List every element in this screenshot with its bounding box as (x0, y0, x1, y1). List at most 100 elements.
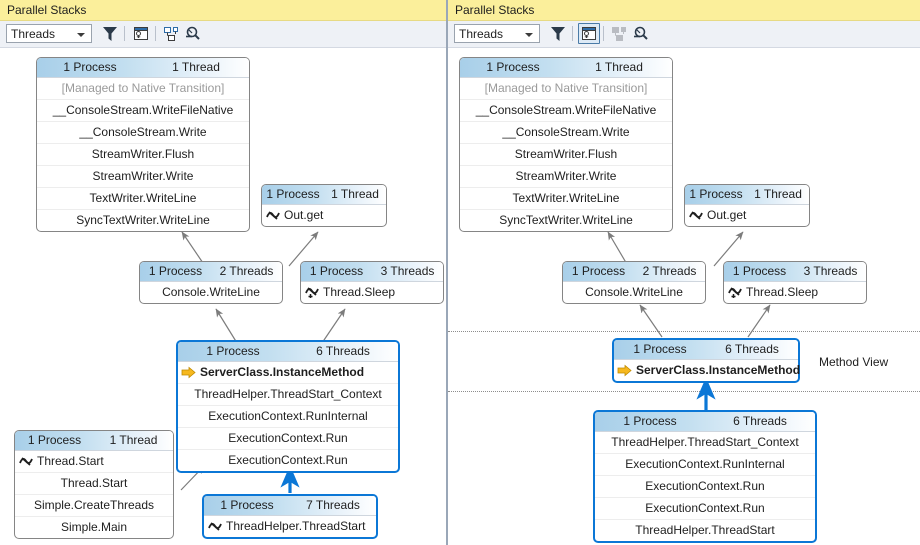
box-console-writeline[interactable]: 1 Process 2 Threads Console.WriteLine (562, 261, 706, 304)
threads-icon (688, 208, 704, 223)
box-thread-start-main[interactable]: 1 Process 1 Thread Thread.Start Thread.S… (14, 430, 174, 539)
thread-count: 1 Thread (172, 60, 220, 74)
parallel-stacks-panel-left: Parallel Stacks Threads (0, 0, 446, 545)
stack-frame-row[interactable]: StreamWriter.Flush (37, 144, 249, 166)
box-console-writeline[interactable]: 1 Process 2 Threads Console.WriteLine (139, 261, 283, 304)
stack-frame-label: Thread.Start (37, 454, 104, 468)
box-thread-sleep[interactable]: 1 Process 3 Threads Thread.Sleep (300, 261, 444, 304)
view-selector-combobox[interactable]: Threads (454, 24, 540, 43)
box-callees-stack[interactable]: 1 Process 6 Threads ThreadHelper.ThreadS… (593, 410, 817, 543)
thread-count: 6 Threads (725, 342, 779, 356)
stack-frame-row[interactable]: ThreadHelper.ThreadStart_Context (595, 432, 815, 454)
stack-frame-row[interactable]: Console.WriteLine (162, 285, 260, 299)
zoom-control-icon (631, 24, 651, 43)
stack-frame-row[interactable]: __ConsoleStream.WriteFileNative (460, 100, 672, 122)
process-count: 1 Process (27, 433, 82, 447)
process-count: 1 Process (689, 187, 743, 201)
thread-count: 2 Threads (219, 264, 274, 278)
box-serverclass-instancemethod[interactable]: 1 Process 6 Threads ServerClass.Instance… (176, 340, 400, 473)
stack-frame-row[interactable]: ExecutionContext.Run (228, 453, 348, 467)
stack-frame-row[interactable]: Thread.Sleep (724, 282, 866, 303)
stack-frame-row[interactable]: ExecutionContext.Run (595, 476, 815, 498)
chevron-down-icon (525, 33, 533, 37)
stack-frame-row[interactable]: TextWriter.WriteLine (460, 188, 672, 210)
panel-right-toolbar: Threads (448, 21, 920, 48)
method-view-separator-top (448, 331, 920, 332)
box-header: 1 Process 1 Thread (460, 58, 672, 78)
stack-frame-label: ThreadHelper.ThreadStart (226, 519, 366, 533)
box-header: 1 Process 6 Threads (595, 412, 815, 432)
box-thread-sleep[interactable]: 1 Process 3 Threads Thread.Sleep (723, 261, 867, 304)
stack-frame-row[interactable]: Simple.CreateThreads (15, 495, 173, 517)
view-selector-value: Threads (11, 27, 56, 41)
stack-frame-row[interactable]: ExecutionContext.Run (178, 428, 398, 450)
toggle-method-view-button[interactable] (578, 23, 600, 44)
stack-frame-row[interactable]: ThreadHelper.ThreadStart (635, 523, 775, 537)
stack-frame-row[interactable]: Console.WriteLine (585, 285, 683, 299)
stack-frame-row[interactable]: StreamWriter.Write (460, 166, 672, 188)
box-serverclass-instancemethod[interactable]: 1 Process 6 Threads ServerClass.Instance… (612, 338, 800, 383)
stack-frame-row[interactable]: __ConsoleStream.Write (460, 122, 672, 144)
thread-count: 3 Threads (803, 264, 858, 278)
stack-frame-label: Thread.Sleep (323, 285, 396, 299)
stack-frame-row[interactable]: Out.get (685, 205, 809, 226)
view-selector-combobox[interactable]: Threads (6, 24, 92, 43)
filter-button[interactable] (99, 23, 121, 44)
chevron-down-icon (77, 33, 85, 37)
stack-frame-row[interactable]: __ConsoleStream.Write (37, 122, 249, 144)
thread-count: 6 Threads (733, 414, 787, 428)
stack-frame-row[interactable]: Out.get (262, 205, 386, 226)
view-selector-value: Threads (459, 27, 504, 41)
auto-scroll-to-stack-frame-button[interactable] (608, 23, 630, 44)
box-out-get[interactable]: 1 Process 1 Thread Out.get (261, 184, 387, 227)
stack-frame-row[interactable]: ExecutionContext.Run (595, 498, 815, 520)
stack-frame-row[interactable]: Thread.Start (15, 451, 173, 473)
stack-frame-row[interactable]: SyncTextWriter.WriteLine (76, 213, 210, 227)
thread-count: 3 Threads (380, 264, 435, 278)
zoom-control-button[interactable] (182, 23, 204, 44)
stack-frame-row[interactable]: StreamWriter.Write (37, 166, 249, 188)
stack-frame-row[interactable]: StreamWriter.Flush (460, 144, 672, 166)
toggle-method-view-button[interactable] (130, 23, 152, 44)
stack-frame-row-current[interactable]: ServerClass.InstanceMethod (614, 360, 801, 381)
box-console-write-stack[interactable]: 1 Process 1 Thread [Managed to Native Tr… (459, 57, 673, 232)
stack-frame-row[interactable]: Simple.Main (60, 520, 128, 534)
filter-icon (548, 24, 568, 43)
process-count: 1 Process (309, 264, 364, 278)
thread-count: 6 Threads (316, 344, 370, 358)
panel-splitter[interactable] (446, 0, 448, 545)
box-console-write-stack[interactable]: 1 Process 1 Thread [Managed to Native Tr… (36, 57, 250, 232)
process-count: 1 Process (63, 60, 117, 74)
stack-frame-row[interactable]: [Managed to Native Transition] (37, 78, 249, 100)
filter-button[interactable] (547, 23, 569, 44)
threads-icon (207, 519, 223, 534)
stack-frame-row[interactable]: ExecutionContext.RunInternal (595, 454, 815, 476)
stack-frame-row[interactable]: ThreadHelper.ThreadStart (204, 516, 376, 537)
zoom-control-button[interactable] (630, 23, 652, 44)
auto-scroll-to-stack-frame-button[interactable] (160, 23, 182, 44)
stack-frame-row[interactable]: SyncTextWriter.WriteLine (499, 213, 633, 227)
stack-frame-row[interactable]: TextWriter.WriteLine (37, 188, 249, 210)
process-count: 1 Process (732, 264, 787, 278)
zoom-control-icon (183, 24, 203, 43)
stack-frame-row[interactable]: __ConsoleStream.WriteFileNative (37, 100, 249, 122)
auto-scroll-to-stack-frame-icon (609, 24, 629, 43)
current-frame-arrow-icon (617, 363, 633, 378)
stack-frame-row[interactable]: ExecutionContext.RunInternal (178, 406, 398, 428)
stack-frame-label: ServerClass.InstanceMethod (636, 363, 801, 377)
filter-icon (100, 24, 120, 43)
stack-frame-row-current[interactable]: ServerClass.InstanceMethod (178, 362, 398, 384)
stack-frame-row[interactable]: [Managed to Native Transition] (460, 78, 672, 100)
thread-count: 2 Threads (642, 264, 697, 278)
stack-frame-row[interactable]: ThreadHelper.ThreadStart_Context (178, 384, 398, 406)
box-out-get[interactable]: 1 Process 1 Thread Out.get (684, 184, 810, 227)
stack-frame-row[interactable]: Thread.Start (15, 473, 173, 495)
box-header: 1 Process 1 Thread (685, 185, 809, 205)
thread-count: 1 Thread (109, 433, 158, 447)
stack-frame-label: Thread.Sleep (746, 285, 819, 299)
panel-right-titlebar: Parallel Stacks (448, 0, 920, 21)
process-count: 1 Process (633, 342, 687, 356)
box-header: 1 Process 1 Thread (262, 185, 386, 205)
stack-frame-row[interactable]: Thread.Sleep (301, 282, 443, 303)
box-threadhelper-threadstart[interactable]: 1 Process 7 Threads ThreadHelper.ThreadS… (202, 494, 378, 539)
